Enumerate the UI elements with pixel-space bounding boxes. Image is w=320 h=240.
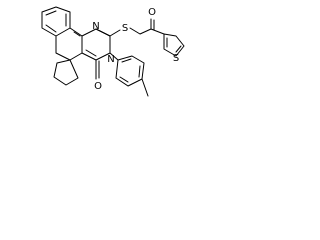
chemical-structure-diagram: O S O S N N: [0, 0, 186, 122]
thiophene-sulfur-label: S: [173, 53, 179, 64]
cyclopentane-spiro-ring: [53, 59, 79, 86]
sulfur-linker-label: S: [122, 23, 128, 34]
diagram-background: [0, 0, 186, 122]
middle-ring: [55, 27, 83, 61]
substituent-linker: S O: [109, 7, 165, 37]
lower-nitrogen-label: N: [107, 54, 114, 65]
ketone-oxygen-label: O: [94, 81, 102, 92]
fused-ring-system: O: [41, 6, 111, 92]
tolyl-group: [109, 52, 149, 97]
ketone-oxygen-label-top: O: [148, 7, 156, 18]
nitrogen-labels: N N: [92, 21, 114, 65]
upper-nitrogen-label: N: [92, 21, 99, 32]
carbonyl-group: O: [94, 59, 102, 92]
pyrimidinone-ring: [81, 28, 111, 61]
thiophene-ring: S: [163, 33, 185, 64]
